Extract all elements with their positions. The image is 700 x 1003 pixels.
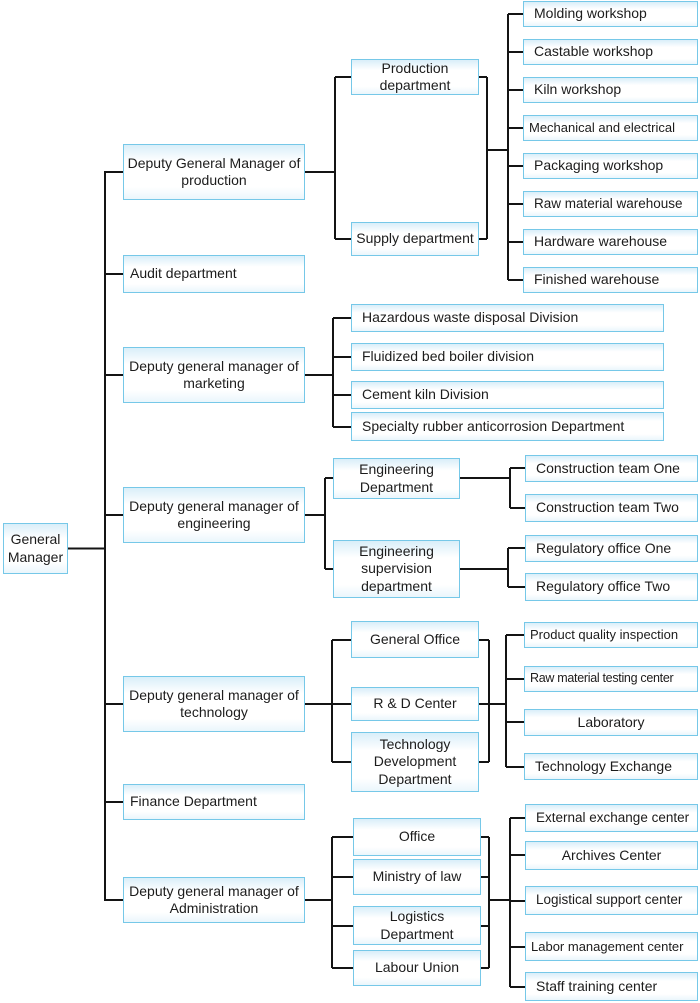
node-deputy-engineering: Deputy general manager of engineering — [123, 487, 305, 543]
node-deputy-marketing: Deputy general manager of marketing — [123, 347, 305, 403]
node-molding-workshop: Molding workshop — [523, 1, 698, 27]
node-technology-exchange: Technology Exchange — [524, 753, 698, 780]
node-hazardous-waste-division: Hazardous waste disposal Division — [351, 304, 664, 332]
node-general-office: General Office — [351, 621, 479, 658]
node-construction-team-one: Construction team One — [525, 455, 698, 482]
node-laboratory: Laboratory — [524, 709, 698, 736]
node-raw-material-warehouse: Raw material warehouse — [523, 191, 698, 217]
engineering-branch-connector — [305, 467, 525, 588]
node-regulatory-office-two: Regulatory office Two — [525, 573, 698, 601]
node-office: Office — [353, 818, 481, 856]
node-logistical-support-center: Logistical support center — [525, 886, 698, 915]
node-fluidized-bed-boiler-division: Fluidized bed boiler division — [351, 343, 664, 371]
marketing-branch-connector — [305, 317, 351, 428]
node-raw-material-testing-center: Raw material testing center — [524, 666, 698, 692]
administration-branch-connector — [305, 817, 525, 988]
node-product-quality-inspection: Product quality inspection — [524, 622, 698, 648]
node-technology-development-department: Technology Development Department — [351, 732, 479, 792]
node-external-exchange-center: External exchange center — [525, 804, 698, 832]
node-staff-training-center: Staff training center — [525, 972, 698, 1001]
node-castable-workshop: Castable workshop — [523, 39, 698, 65]
node-production-department: Production department — [351, 59, 479, 95]
production-branch-connector — [305, 13, 523, 281]
trunk-connector — [68, 171, 123, 901]
node-mechanical-electrical: Mechanical and electrical — [523, 115, 698, 141]
node-specialty-rubber-department: Specialty rubber anticorrosion Departmen… — [351, 412, 664, 441]
node-audit-department: Audit department — [123, 255, 305, 293]
node-construction-team-two: Construction team Two — [525, 494, 698, 522]
node-labor-management-center: Labor management center — [525, 932, 698, 961]
node-deputy-administration: Deputy general manager of Administration — [123, 877, 305, 923]
node-rd-center: R & D Center — [351, 687, 479, 721]
node-supply-department: Supply department — [351, 222, 479, 256]
node-archives-center: Archives Center — [525, 841, 698, 870]
node-packaging-workshop: Packaging workshop — [523, 153, 698, 179]
node-finished-warehouse: Finished warehouse — [523, 267, 698, 293]
node-kiln-workshop: Kiln workshop — [523, 77, 698, 103]
node-deputy-technology: Deputy general manager of technology — [123, 676, 305, 732]
node-engineering-supervision-department: Engineering supervision department — [333, 540, 460, 598]
node-deputy-production: Deputy General Manager of production — [123, 144, 305, 200]
node-ministry-of-law: Ministry of law — [353, 859, 481, 895]
node-hardware-warehouse: Hardware warehouse — [523, 229, 698, 255]
node-general-manager: General Manager — [3, 523, 68, 574]
node-engineering-department: Engineering Department — [333, 458, 460, 499]
node-cement-kiln-division: Cement kiln Division — [351, 381, 664, 409]
node-labour-union: Labour Union — [353, 950, 481, 986]
node-regulatory-office-one: Regulatory office One — [525, 535, 698, 562]
node-logistics-department: Logistics Department — [353, 906, 481, 945]
technology-branch-connector — [305, 634, 524, 768]
node-finance-department: Finance Department — [123, 784, 305, 820]
